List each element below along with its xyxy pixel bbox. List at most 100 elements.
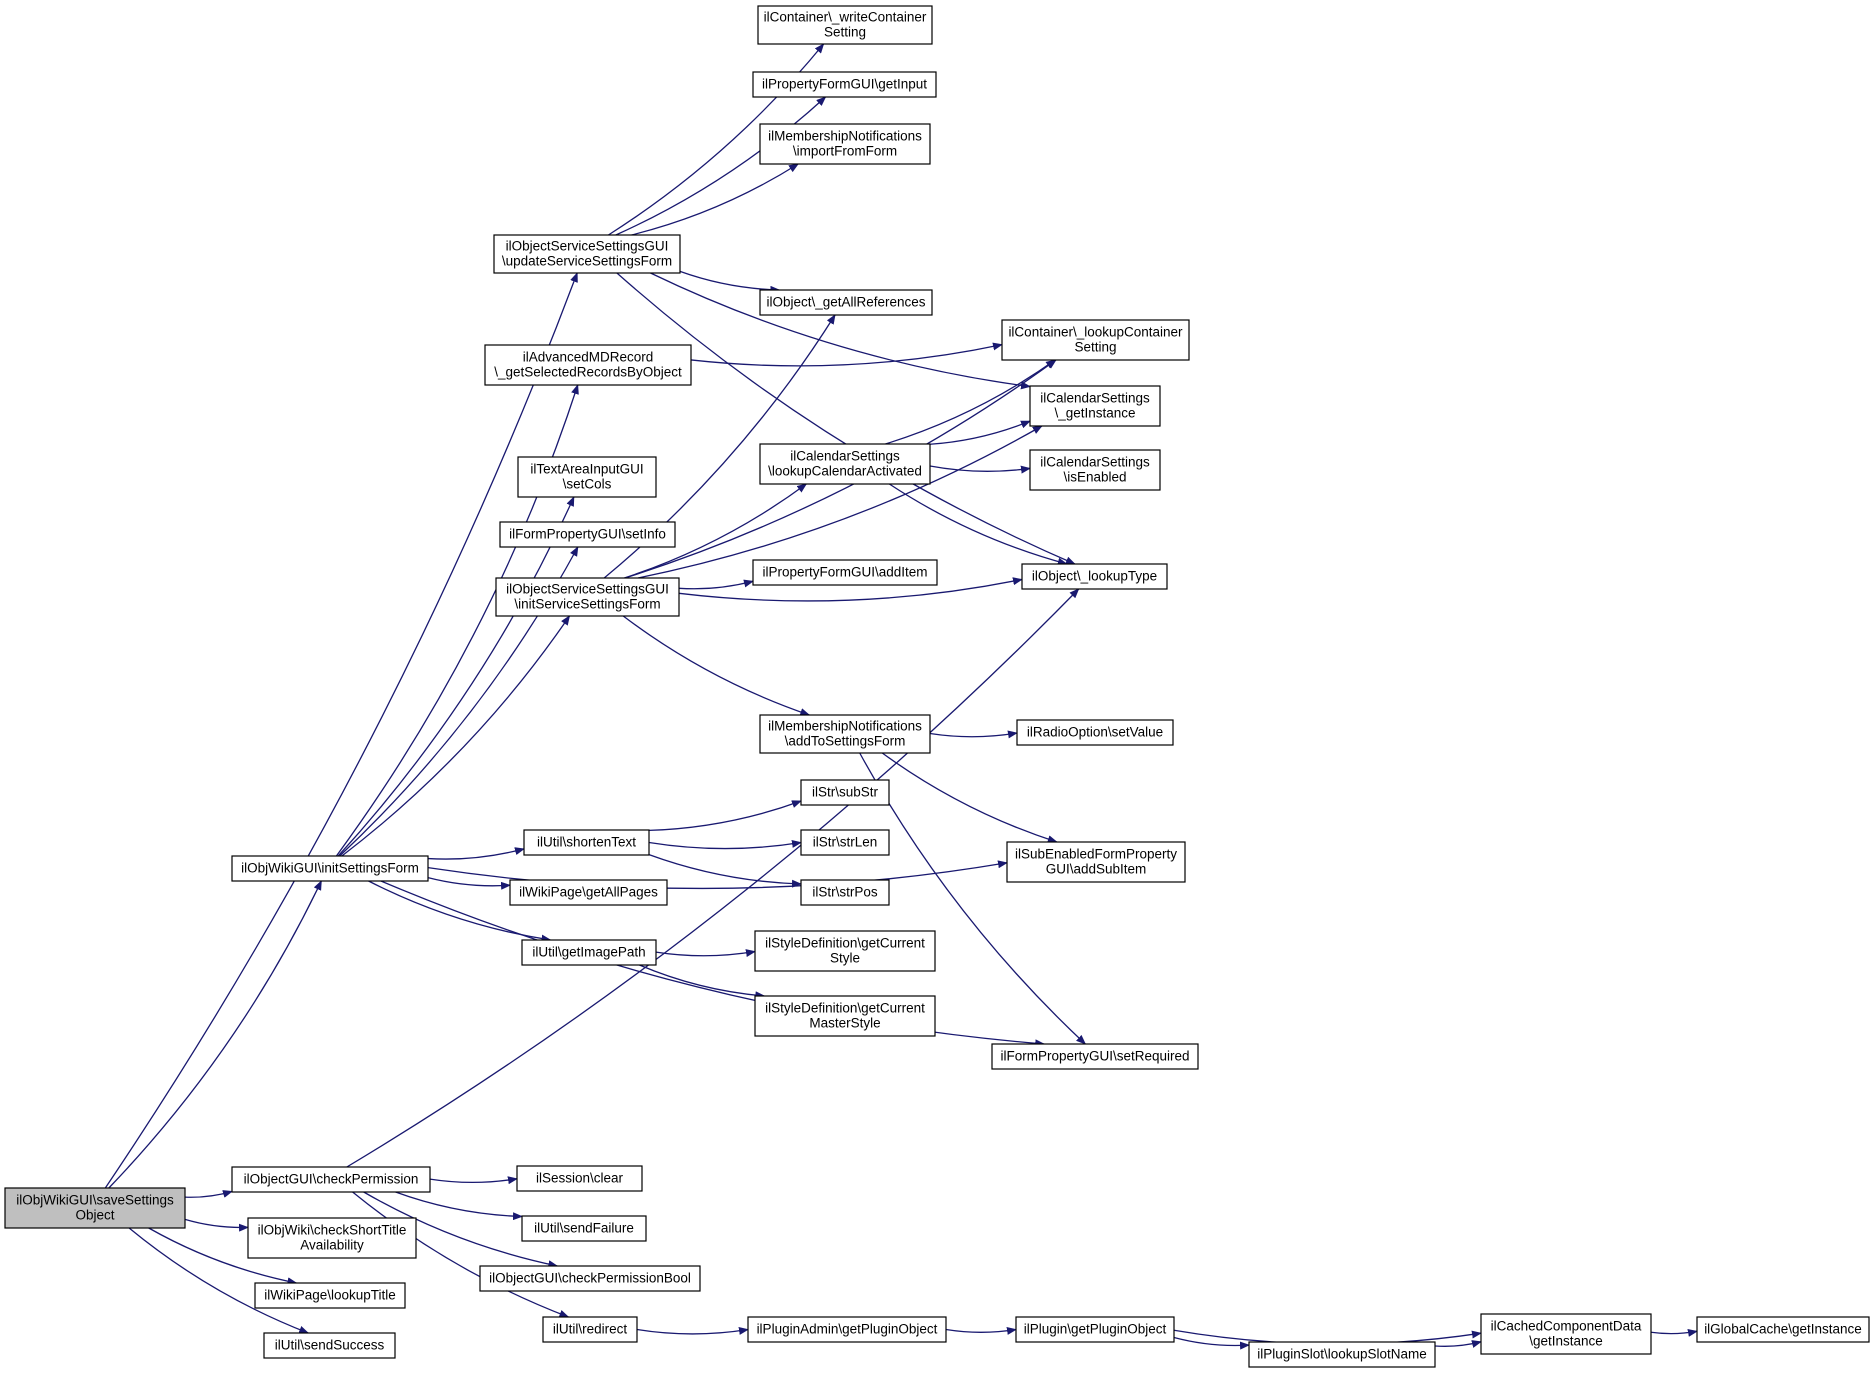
node-box — [1696, 1316, 1870, 1343]
node-checkPermission[interactable]: ilObjectGUI\checkPermission — [231, 1166, 431, 1193]
edge-initServiceSettingsForm-to-lookupType — [678, 577, 1023, 602]
node-sendFailure[interactable]: ilUtil\sendFailure — [521, 1215, 647, 1242]
node-label: ilTextAreaInputGUI — [530, 462, 643, 477]
node-pluginGetPluginObject[interactable]: ilPlugin\getPluginObject — [1015, 1316, 1175, 1343]
node-label: \updateServiceSettingsForm — [502, 254, 672, 269]
node-updateServiceSettingsForm[interactable]: ilObjectServiceSettingsGUI\updateService… — [493, 234, 681, 274]
edge-root-to-lookupTitle — [148, 1227, 298, 1286]
node-label: \_getSelectedRecordsByObject — [494, 365, 682, 380]
edge-lookupSlotName-to-cachedGetInstance — [1434, 1340, 1482, 1348]
node-label: ilStyleDefinition\getCurrent — [765, 936, 925, 951]
node-getAllReferences[interactable]: ilObject\_getAllReferences — [759, 289, 933, 316]
node-importFromForm[interactable]: ilMembershipNotifications\importFromForm — [759, 123, 931, 165]
node-calIsEnabled[interactable]: ilCalendarSettings\isEnabled — [1029, 449, 1161, 491]
node-box — [1029, 385, 1161, 427]
node-redirect[interactable]: ilUtil\redirect — [542, 1316, 638, 1343]
node-sessionClear[interactable]: ilSession\clear — [516, 1165, 643, 1192]
edge-lookupCalendarActivated-to-lookupContainerSetting — [885, 359, 1056, 445]
node-strPos[interactable]: ilStr\strPos — [800, 879, 890, 906]
node-label: ilStr\strPos — [812, 885, 878, 900]
node-box — [523, 829, 650, 856]
node-label: ilWikiPage\lookupTitle — [264, 1288, 396, 1303]
node-label: ilPlugin\getPluginObject — [1024, 1322, 1167, 1337]
edge-root-to-checkShortTitle — [184, 1218, 249, 1232]
node-label: \lookupCalendarActivated — [768, 464, 922, 479]
edge-lookupCalendarActivated-to-calGetInstance — [929, 420, 1031, 445]
node-label: GUI\addSubItem — [1046, 862, 1147, 877]
node-label: ilObjWikiGUI\initSettingsForm — [241, 861, 419, 876]
node-setRequired[interactable]: ilFormPropertyGUI\setRequired — [991, 1043, 1199, 1070]
node-label: ilObjectServiceSettingsGUI — [506, 582, 669, 597]
node-box — [1029, 449, 1161, 491]
node-setInfo[interactable]: ilFormPropertyGUI\setInfo — [499, 521, 676, 548]
node-lookupType[interactable]: ilObject\_lookupType — [1021, 563, 1168, 590]
node-box — [484, 344, 692, 386]
edge-updateServiceSettingsForm-to-getInput — [615, 96, 827, 236]
node-lookupTitle[interactable]: ilWikiPage\lookupTitle — [254, 1282, 406, 1309]
node-checkPermissionBool[interactable]: ilObjectGUI\checkPermissionBool — [479, 1265, 701, 1292]
node-strLen[interactable]: ilStr\strLen — [800, 829, 890, 856]
node-getImagePath[interactable]: ilUtil\getImagePath — [521, 939, 657, 966]
node-label: ilPropertyFormGUI\addItem — [762, 565, 927, 580]
node-label: ilCalendarSettings — [1040, 455, 1150, 470]
node-box — [759, 289, 933, 316]
edge-initServiceSettingsForm-to-lookupCalendarActivated — [624, 483, 808, 579]
node-label: \importFromForm — [793, 144, 897, 159]
node-label: ilObjWikiGUI\saveSettings — [16, 1193, 174, 1208]
node-box — [479, 1265, 701, 1292]
node-shortenText[interactable]: ilUtil\shortenText — [523, 829, 650, 856]
node-box — [516, 1165, 643, 1192]
node-label: \isEnabled — [1063, 470, 1126, 485]
node-addItem[interactable]: ilPropertyFormGUI\addItem — [752, 559, 938, 586]
node-getSelectedRecords[interactable]: ilAdvancedMDRecord\_getSelectedRecordsBy… — [484, 344, 692, 386]
edge-updateServiceSettingsForm-to-calGetInstance — [650, 272, 1031, 390]
edge-initServiceSettingsForm-to-addToSettingsForm — [622, 615, 811, 716]
node-cachedGetInstance[interactable]: ilCachedComponentData\getInstance — [1480, 1313, 1652, 1355]
node-box — [991, 1043, 1199, 1070]
node-sendSuccess[interactable]: ilUtil\sendSuccess — [263, 1332, 396, 1359]
edge-initSettingsForm-to-initServiceSettingsForm — [341, 615, 571, 857]
node-box — [1248, 1341, 1436, 1368]
node-label: ilUtil\redirect — [553, 1322, 628, 1337]
node-calGetInstance[interactable]: ilCalendarSettings\_getInstance — [1029, 385, 1161, 427]
node-setValue[interactable]: ilRadioOption\setValue — [1016, 719, 1174, 746]
node-initSettingsForm[interactable]: ilObjWikiGUI\initSettingsForm — [231, 855, 429, 882]
node-label: ilObjWiki\checkShortTitle — [258, 1223, 407, 1238]
node-getInput[interactable]: ilPropertyFormGUI\getInput — [752, 71, 937, 98]
node-getAllPages[interactable]: ilWikiPage\getAllPages — [509, 879, 668, 906]
node-box — [499, 521, 676, 548]
edge-initSettingsForm-to-getSelectedRecords — [335, 384, 579, 857]
node-box — [254, 1282, 406, 1309]
edge-shortenText-to-strLen — [648, 839, 802, 850]
node-label: ilAdvancedMDRecord — [523, 350, 654, 365]
node-box — [495, 577, 680, 617]
node-addToSettingsForm[interactable]: ilMembershipNotifications\addToSettingsF… — [759, 714, 931, 754]
node-initServiceSettingsForm[interactable]: ilObjectServiceSettingsGUI\initServiceSe… — [495, 577, 680, 617]
node-lookupSlotName[interactable]: ilPluginSlot\lookupSlotName — [1248, 1341, 1436, 1368]
node-box — [1021, 563, 1168, 590]
node-box — [521, 1215, 647, 1242]
node-subStr[interactable]: ilStr\subStr — [800, 779, 890, 806]
node-box — [231, 1166, 431, 1193]
edge-initSettingsForm-to-addSubItem — [427, 860, 1008, 890]
node-label: ilCalendarSettings — [790, 449, 900, 464]
node-setCols[interactable]: ilTextAreaInputGUI\setCols — [517, 456, 657, 498]
edge-checkPermission-to-redirect — [352, 1191, 570, 1318]
edge-getPluginObjectAdmin-to-pluginGetPluginObject — [945, 1326, 1017, 1335]
edge-initSettingsForm-to-getImagePath — [368, 880, 552, 943]
node-lookupCalendarActivated[interactable]: ilCalendarSettings\lookupCalendarActivat… — [759, 443, 931, 485]
edge-checkPermission-to-lookupType — [346, 588, 1080, 1168]
node-label: ilPluginSlot\lookupSlotName — [1257, 1347, 1427, 1362]
node-label: ilObjectServiceSettingsGUI — [506, 239, 669, 254]
node-getPluginObjectAdmin[interactable]: ilPluginAdmin\getPluginObject — [747, 1316, 947, 1343]
node-globalCacheGetInstance[interactable]: ilGlobalCache\getInstance — [1696, 1316, 1870, 1343]
edge-initSettingsForm-to-getAllPages — [427, 876, 511, 890]
node-label: ilObject\_lookupType — [1032, 569, 1157, 584]
